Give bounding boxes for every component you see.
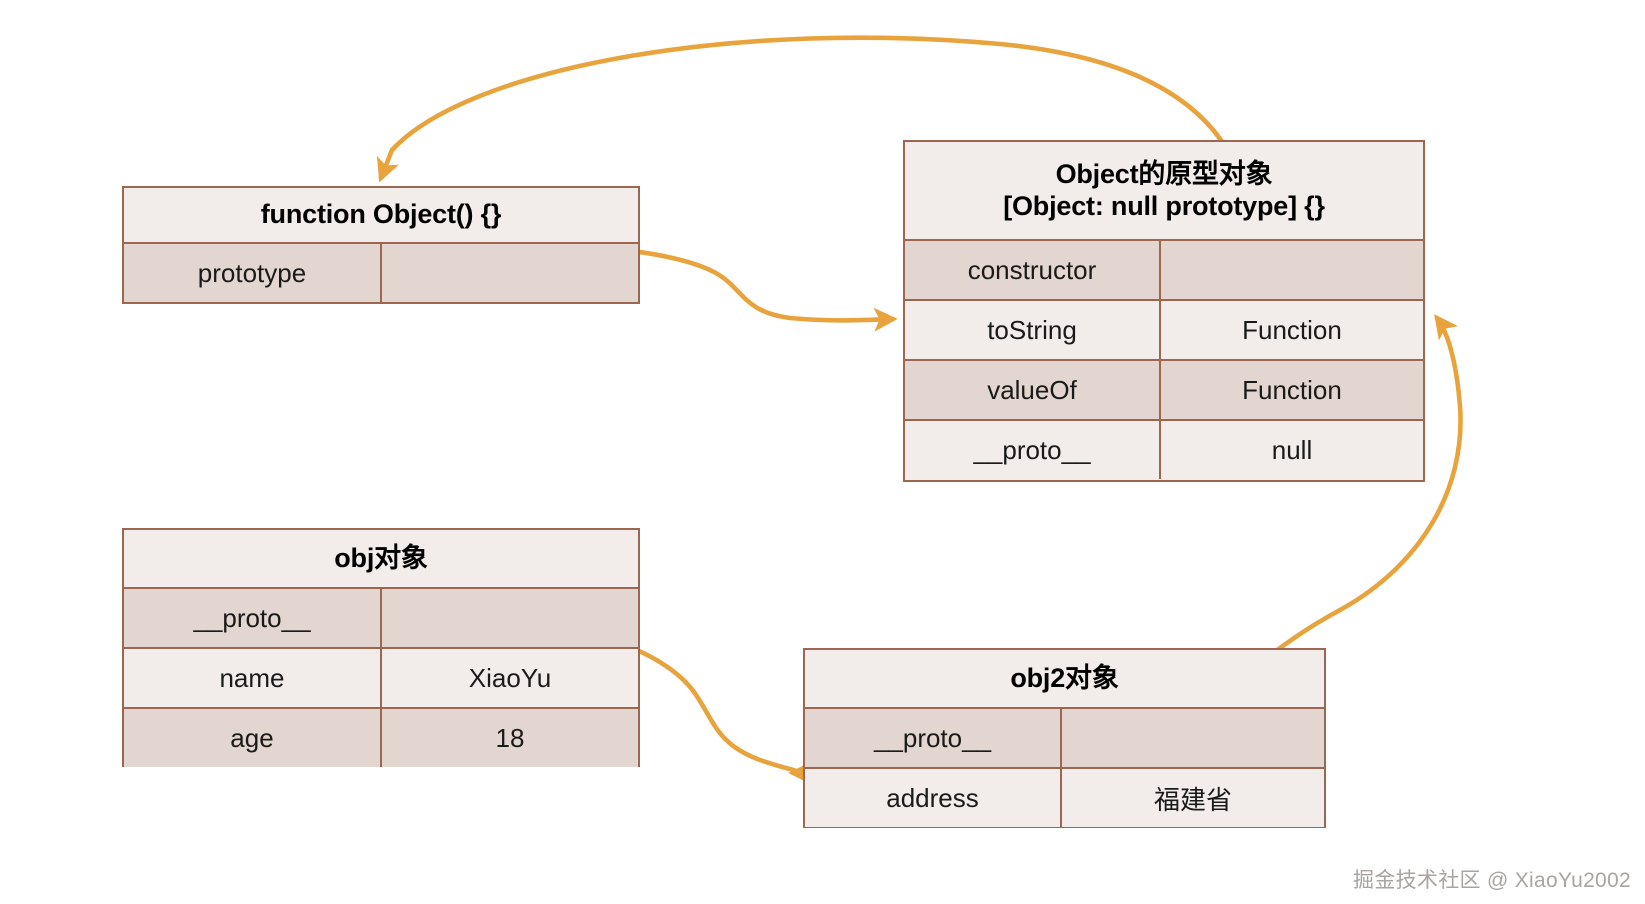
watermark: 掘金技术社区 @ XiaoYu2002	[1353, 869, 1631, 892]
table-row[interactable]: toString Function	[905, 299, 1423, 359]
table-row[interactable]: __proto__ null	[905, 419, 1423, 479]
title-line-1: Object的原型对象	[1055, 158, 1273, 189]
box-function-object-title: function Object() {}	[124, 188, 638, 242]
property-value: Function	[1242, 314, 1342, 345]
property-value: 福建省	[1153, 784, 1232, 815]
property-key: valueOf	[905, 361, 1161, 419]
box-function-object[interactable]: function Object() {} prototype	[122, 186, 640, 304]
box-obj2-title: obj2对象	[805, 650, 1324, 707]
property-key: constructor	[905, 241, 1161, 299]
property-value	[1161, 241, 1423, 299]
property-key: toString	[905, 301, 1161, 359]
box-object-prototype-title: Object的原型对象 [Object: null prototype] {}	[905, 142, 1423, 239]
box-object-prototype[interactable]: Object的原型对象 [Object: null prototype] {} …	[903, 140, 1425, 482]
property-key: prototype	[124, 244, 382, 302]
box-obj[interactable]: obj对象 __proto__ name XiaoYu age 18	[122, 528, 640, 767]
table-row[interactable]: valueOf Function	[905, 359, 1423, 419]
property-value: 18	[495, 722, 525, 753]
property-value: Function	[1242, 374, 1342, 405]
box-obj-title: obj对象	[124, 530, 638, 587]
table-row[interactable]: name XiaoYu	[124, 647, 638, 707]
property-key: address	[805, 769, 1062, 827]
property-key: name	[124, 649, 382, 707]
table-row[interactable]: prototype	[124, 242, 638, 302]
table-row[interactable]: address 福建省	[805, 767, 1324, 827]
table-row[interactable]: constructor	[905, 239, 1423, 299]
property-value	[1062, 709, 1324, 767]
table-row[interactable]: __proto__	[124, 587, 638, 647]
property-value	[382, 589, 638, 647]
property-key: age	[124, 709, 382, 767]
property-value: null	[1271, 434, 1313, 465]
property-key: __proto__	[905, 421, 1161, 479]
property-value: XiaoYu	[468, 662, 552, 693]
property-key: __proto__	[805, 709, 1062, 767]
table-row[interactable]: __proto__	[805, 707, 1324, 767]
property-value	[382, 244, 638, 302]
title-line-2: [Object: null prototype] {}	[1003, 190, 1325, 221]
box-obj2[interactable]: obj2对象 __proto__ address 福建省	[803, 648, 1326, 828]
table-row[interactable]: age 18	[124, 707, 638, 767]
property-key: __proto__	[124, 589, 382, 647]
